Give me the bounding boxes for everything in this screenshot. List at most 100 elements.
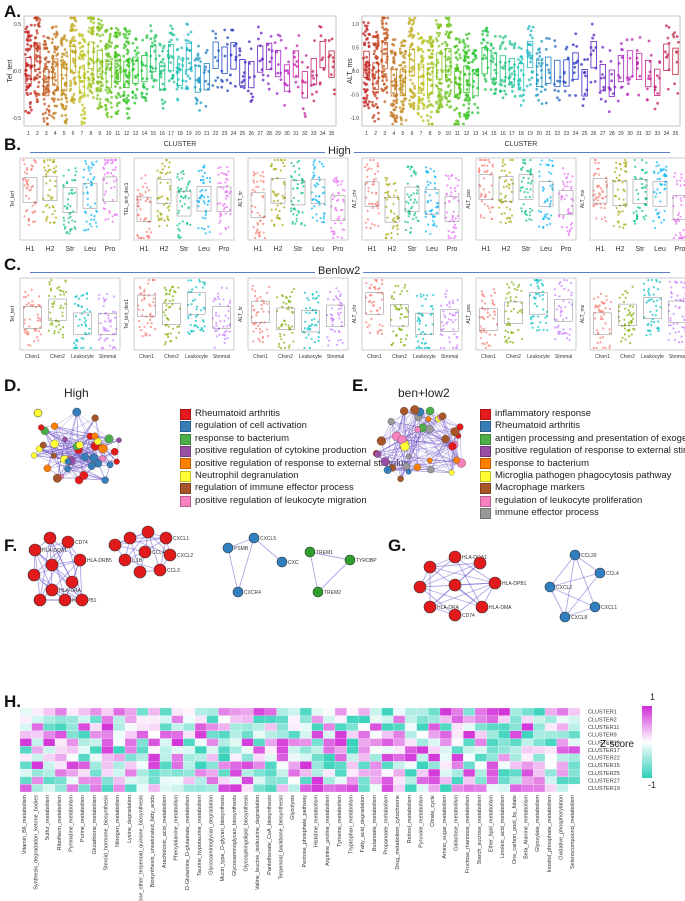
data-point (25, 168, 28, 172)
data-point (159, 72, 163, 76)
data-point (36, 319, 39, 322)
data-point (376, 39, 380, 42)
data-point (410, 165, 413, 168)
data-point (170, 38, 173, 42)
data-point (44, 205, 48, 208)
data-point (608, 344, 611, 347)
data-point (466, 115, 470, 119)
data-point (149, 37, 153, 41)
data-point (55, 165, 58, 168)
data-point (222, 172, 226, 175)
data-point (668, 332, 671, 335)
data-point (34, 92, 38, 96)
data-point (413, 198, 417, 201)
x-tick-label: H2 (274, 246, 283, 253)
data-point (314, 198, 317, 201)
data-point (112, 310, 115, 313)
data-point (105, 182, 108, 185)
data-point (529, 158, 532, 162)
data-point (429, 232, 432, 236)
data-point (162, 44, 166, 48)
data-point (219, 186, 222, 189)
data-point (147, 294, 150, 297)
data-point (161, 82, 165, 86)
data-point (450, 231, 454, 234)
data-point (394, 105, 398, 109)
data-point (110, 115, 113, 119)
data-point (592, 33, 596, 37)
data-point (60, 55, 64, 59)
data-point (256, 297, 259, 300)
data-point (153, 292, 157, 295)
data-point (400, 328, 403, 331)
data-point (566, 337, 569, 340)
data-point (463, 42, 467, 46)
data-point (156, 209, 159, 213)
data-point (391, 122, 395, 126)
data-point (51, 305, 54, 308)
data-point (442, 310, 445, 313)
data-point (480, 158, 483, 162)
box (590, 41, 597, 69)
box (558, 190, 574, 216)
data-point (113, 46, 117, 50)
data-point (171, 27, 174, 31)
x-tick-label: 14 (482, 131, 488, 137)
data-point (202, 178, 205, 182)
data-point (25, 303, 28, 306)
data-point (148, 303, 151, 306)
data-point (177, 331, 181, 334)
data-point (493, 34, 497, 38)
x-tick-label: 22 (555, 131, 561, 137)
data-point (60, 304, 63, 307)
data-point (218, 303, 222, 306)
data-point (567, 233, 570, 237)
box (372, 62, 379, 90)
data-point (676, 213, 680, 217)
data-point (517, 285, 520, 288)
x-tick-label: Leu (84, 246, 96, 253)
data-point (408, 87, 412, 91)
data-point (156, 214, 159, 218)
data-point (445, 58, 449, 62)
data-point (376, 207, 379, 210)
box (196, 186, 212, 212)
box (328, 50, 335, 78)
data-point (167, 325, 170, 328)
data-point (635, 49, 639, 53)
data-point (479, 185, 482, 188)
data-point (595, 203, 599, 206)
data-point (42, 117, 46, 120)
data-point (60, 104, 64, 107)
data-point (178, 68, 182, 72)
x-tick-label: 12 (124, 131, 130, 137)
data-point (188, 77, 192, 80)
data-point (508, 42, 512, 46)
data-point (102, 346, 105, 350)
data-point (422, 93, 426, 97)
data-point (71, 28, 75, 31)
data-point (498, 176, 501, 179)
data-point (417, 312, 420, 315)
data-point (429, 209, 432, 213)
data-point (516, 311, 519, 314)
data-point (307, 324, 311, 328)
data-point (445, 304, 449, 307)
data-point (417, 63, 421, 66)
data-point (255, 299, 258, 302)
data-point (338, 215, 341, 218)
data-point (277, 345, 280, 348)
data-point (491, 163, 494, 166)
data-point (401, 77, 405, 81)
data-point (30, 288, 33, 291)
data-point (109, 44, 113, 48)
data-point (54, 79, 58, 82)
data-point (400, 73, 404, 77)
data-point (562, 214, 565, 218)
data-point (292, 213, 295, 216)
data-point (66, 198, 70, 201)
data-point (505, 206, 508, 209)
data-point (136, 204, 140, 207)
data-point (490, 206, 494, 209)
data-point (476, 106, 480, 110)
